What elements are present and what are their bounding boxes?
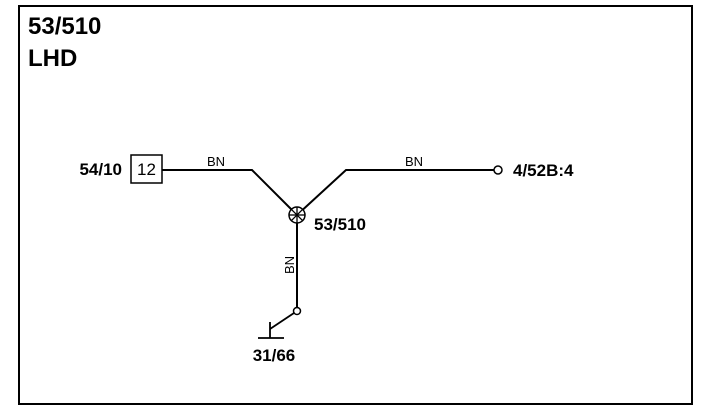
- splice-icon: [288, 206, 306, 224]
- diagram-title: 53/510: [28, 13, 102, 40]
- connector-pin-left: 12: [137, 160, 156, 179]
- splice-label: 53/510: [314, 215, 366, 234]
- diagram-frame: [18, 5, 693, 405]
- diagram-subtitle: LHD: [28, 45, 78, 72]
- wire-color-down: BN: [282, 256, 297, 274]
- connector-label-right: 4/52B:4: [513, 161, 574, 180]
- wire-color-left: BN: [207, 154, 225, 169]
- wire-right: [296, 169, 494, 216]
- terminal-bottom: [292, 306, 302, 316]
- ground-icon: [258, 312, 295, 339]
- wire-left: [162, 169, 298, 216]
- wire-color-right: BN: [405, 154, 423, 169]
- terminal-right: [493, 165, 503, 175]
- ground-label: 31/66: [253, 346, 296, 365]
- connector-label-left: 54/10: [79, 160, 122, 179]
